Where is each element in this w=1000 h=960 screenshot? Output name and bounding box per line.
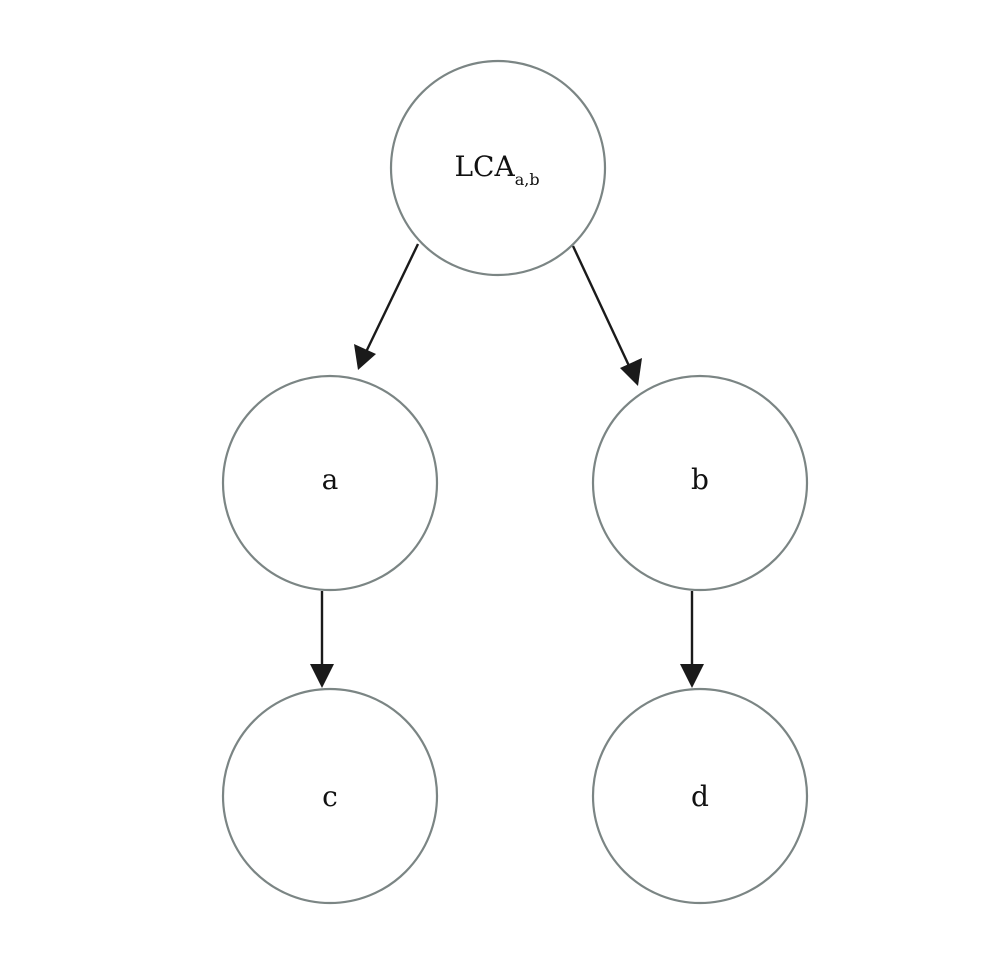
node-d-circle — [591, 687, 809, 905]
node-lca-label: LCAa,b — [454, 150, 539, 189]
edge-lca-to-a — [354, 243, 420, 370]
node-lca: LCAa,b — [389, 59, 607, 277]
edges — [310, 243, 704, 688]
node-a: a — [221, 374, 439, 592]
node-d: d — [591, 687, 809, 905]
arrowhead-icon — [680, 664, 704, 688]
edge-a-to-c — [310, 591, 334, 688]
node-b-label: b — [691, 463, 709, 496]
arrowhead-icon — [354, 344, 376, 370]
edge-b-to-d — [680, 591, 704, 688]
node-lca-circle — [389, 59, 607, 277]
node-a-circle — [221, 374, 439, 592]
node-c-circle — [221, 687, 439, 905]
node-b: b — [591, 374, 809, 592]
node-c: c — [221, 687, 439, 905]
arrowhead-icon — [310, 664, 334, 688]
node-c-label: c — [322, 780, 338, 813]
node-d-label: d — [691, 780, 709, 813]
arrowhead-icon — [620, 358, 642, 386]
edge-lca-to-b — [571, 245, 642, 386]
node-a-label: a — [322, 463, 339, 496]
node-b-circle — [591, 374, 809, 592]
